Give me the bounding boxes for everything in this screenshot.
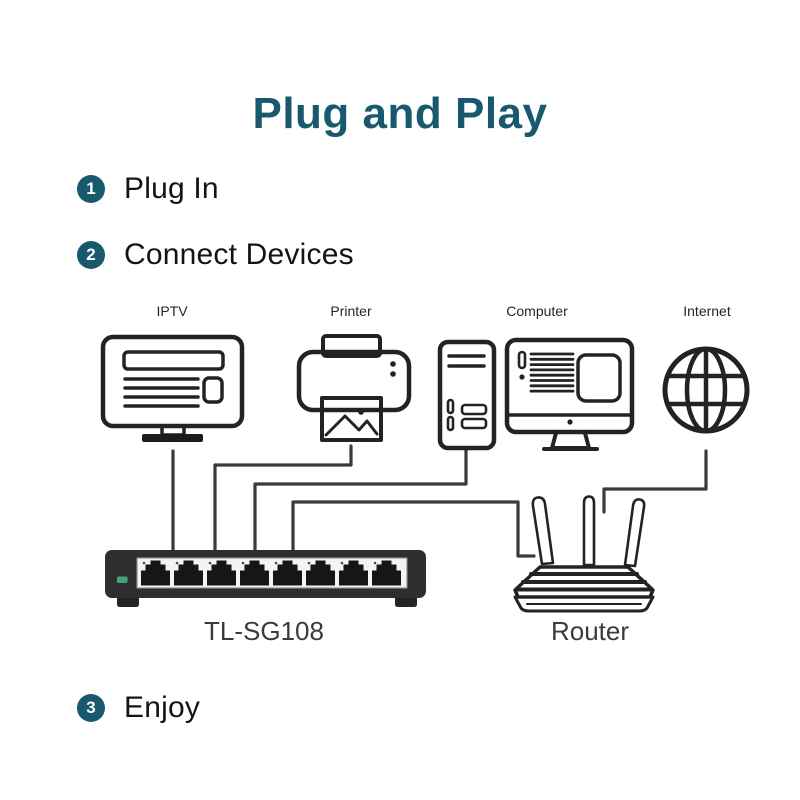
port-indicator-dots xyxy=(142,561,377,565)
step-connect-devices: 2 Connect Devices xyxy=(77,238,354,272)
step-1-number-badge: 1 xyxy=(77,175,105,203)
router-icon xyxy=(513,495,655,613)
switch-model-label: TL-SG108 xyxy=(204,616,324,646)
step-1-label: Plug In xyxy=(124,172,219,205)
power-led xyxy=(117,576,128,583)
step-2-label: Connect Devices xyxy=(124,238,354,271)
label-printer: Printer xyxy=(330,303,372,319)
globe-icon xyxy=(662,346,750,434)
router-label: Router xyxy=(550,616,630,646)
page-title: Plug and Play xyxy=(252,89,548,139)
monitor-icon xyxy=(504,337,635,451)
printer-icon xyxy=(296,334,412,442)
label-iptv: IPTV xyxy=(156,303,188,319)
computer-tower-icon xyxy=(437,339,497,451)
step-2-number-badge: 2 xyxy=(77,241,105,269)
step-enjoy: 3 Enjoy xyxy=(77,691,200,725)
router-antennas xyxy=(531,495,646,568)
step-3-number-badge: 3 xyxy=(77,694,105,722)
step-plug-in: 1 Plug In xyxy=(77,172,219,206)
cable-printer-to-switch xyxy=(213,444,353,554)
switch-illustration xyxy=(105,550,426,607)
label-internet: Internet xyxy=(683,303,731,319)
tv-icon xyxy=(100,334,245,442)
cable-computer-to-switch xyxy=(253,448,468,554)
cable-switch-to-router xyxy=(291,500,536,558)
label-computer: Computer xyxy=(506,303,568,319)
step-3-label: Enjoy xyxy=(124,691,201,724)
cable-internet-to-router xyxy=(602,449,708,514)
